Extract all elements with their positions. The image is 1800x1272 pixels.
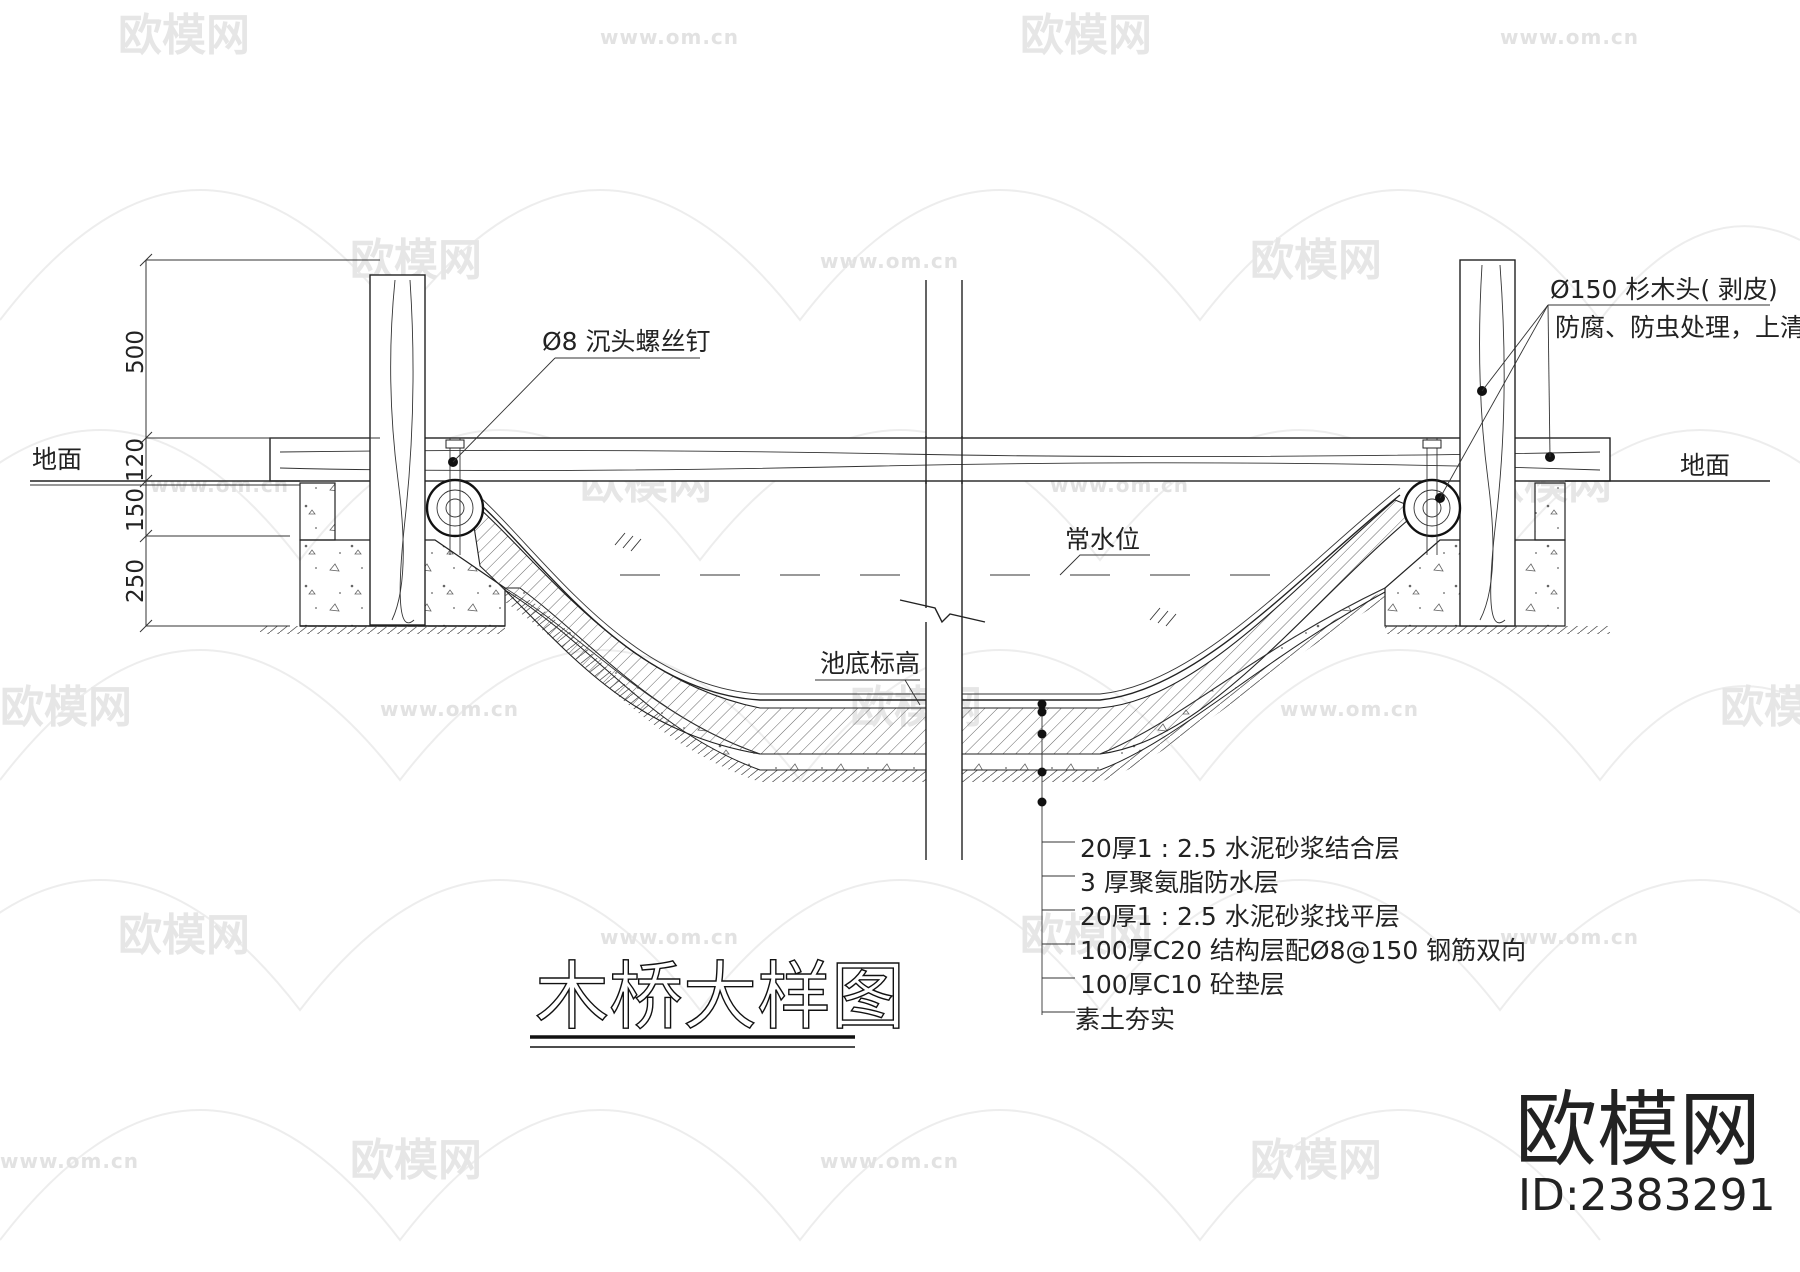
- watermark-logo: 欧模网: [1020, 10, 1152, 61]
- dimension-chain: 500 120 150 250: [123, 253, 380, 633]
- dimension-500: 500: [123, 330, 149, 374]
- left-post: [369, 274, 426, 626]
- watermark-url: www.om.cn: [820, 249, 959, 273]
- screw-callout-text: Ø8 沉头螺丝钉: [542, 327, 711, 356]
- wood-posts: [369, 259, 1516, 627]
- watermark-url: www.om.cn: [0, 1149, 139, 1173]
- log-left: [425, 438, 485, 555]
- watermark-logo: 欧模网: [350, 1135, 482, 1186]
- brand-block: 欧模网 ID:2383291: [1515, 1083, 1776, 1221]
- layer-callout: 20厚1 : 2.5 水泥砂浆结合层 3 厚聚氨脂防水层 20厚1 : 2.5 …: [1037, 699, 1526, 1034]
- log-callout-line2: 防腐、防虫处理，上清漆: [1555, 313, 1800, 342]
- layer-2: 3 厚聚氨脂防水层: [1080, 868, 1279, 897]
- watermark-logo: 欧模网: [0, 682, 132, 733]
- log-callout: Ø150 杉木头( 剥皮) 防腐、防虫处理，上清漆: [1435, 275, 1800, 503]
- watermark-url: www.om.cn: [1500, 925, 1639, 949]
- watermark-url: www.om.cn: [600, 925, 739, 949]
- watermark-url: www.om.cn: [600, 25, 739, 49]
- right-post: [1459, 259, 1516, 627]
- watermark-logo: 欧模网: [1720, 682, 1800, 733]
- layer-4: 100厚C20 结构层配Ø8@150 钢筋双向: [1080, 936, 1526, 965]
- watermark-logo: 欧模网: [118, 910, 250, 961]
- brand-id: ID:2383291: [1518, 1170, 1776, 1221]
- pool-bottom-label: 池底标高: [815, 649, 921, 706]
- ground-label-right: 地面: [1680, 451, 1730, 480]
- log-right: [1402, 438, 1462, 555]
- break-line: [899, 280, 986, 860]
- drawing-title: 木桥大样图: [530, 953, 906, 1048]
- water-level: [614, 532, 1270, 627]
- dimension-120: 120: [123, 438, 149, 482]
- normal-water-level-label: 常水位: [1065, 525, 1140, 554]
- screw-callout: Ø8 沉头螺丝钉: [448, 327, 711, 467]
- layer-1: 20厚1 : 2.5 水泥砂浆结合层: [1080, 834, 1400, 863]
- ground-label-left: 地面: [32, 445, 82, 474]
- dimension-150: 150: [123, 488, 149, 532]
- layer-5: 100厚C10 砼垫层: [1080, 970, 1285, 999]
- watermark-url: www.om.cn: [1280, 697, 1419, 721]
- drawing-title-text: 木桥大样图: [535, 954, 905, 1040]
- timber-deck: [269, 436, 1611, 484]
- watermark-url: www.om.cn: [1500, 25, 1639, 49]
- dimension-250: 250: [123, 559, 149, 603]
- layer-6: 素土夯实: [1075, 1005, 1175, 1034]
- watermark-url: www.om.cn: [380, 697, 519, 721]
- log-callout-line1: Ø150 杉木头( 剥皮): [1550, 275, 1778, 304]
- pool-bottom-text: 池底标高: [820, 649, 920, 678]
- watermark-url: www.om.cn: [820, 1149, 959, 1173]
- layer-3: 20厚1 : 2.5 水泥砂浆找平层: [1080, 902, 1400, 931]
- watermark-logo: 欧模网: [118, 10, 250, 61]
- brand-name: 欧模网: [1515, 1083, 1761, 1178]
- watermark-logo: 欧模网: [1250, 235, 1382, 286]
- watermark-logo: 欧模网: [1250, 1135, 1382, 1186]
